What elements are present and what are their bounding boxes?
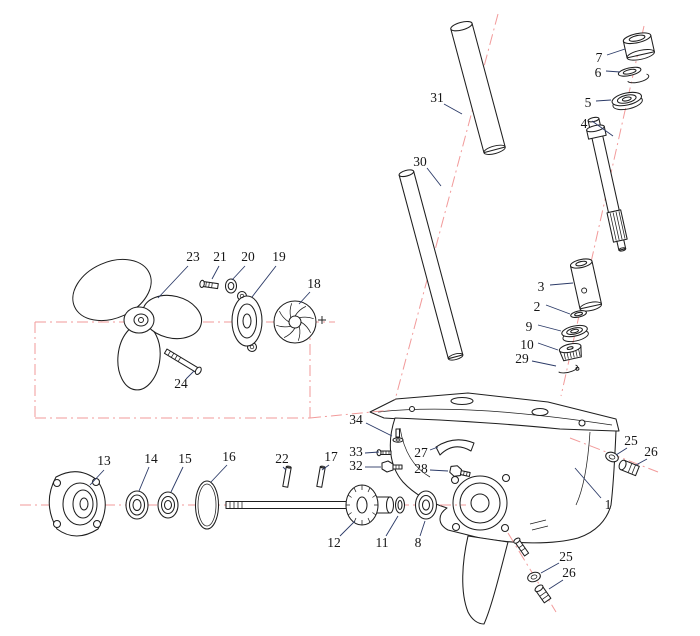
- part-label-4: 4: [581, 116, 588, 131]
- part-label-10: 10: [520, 337, 534, 352]
- part-26-upper-plug-shape: [618, 459, 640, 477]
- part-3-sleeve-shape: [569, 258, 603, 312]
- part-label-8: 8: [415, 535, 422, 550]
- part-label-1: 1: [605, 497, 612, 512]
- part-16-o-ring-shape: [194, 480, 220, 530]
- part-label-31: 31: [430, 90, 444, 105]
- part-label-15: 15: [178, 451, 192, 466]
- part-label-26: 26: [644, 444, 658, 459]
- part-label-11: 11: [376, 535, 389, 550]
- part-8-bearing-shape: [414, 490, 438, 520]
- part-10-pinion-gear-shape: [558, 342, 582, 362]
- part-32-bolt-shape: [381, 460, 403, 473]
- part-label-21: 21: [213, 249, 227, 264]
- part-18-impeller-shape: [273, 300, 326, 344]
- part-29-clip-shape: [558, 364, 580, 374]
- part-label-32: 32: [349, 458, 363, 473]
- part-label-25b: 25: [559, 549, 573, 564]
- part-label-19: 19: [272, 249, 286, 264]
- part-label-13: 13: [97, 453, 111, 468]
- part-2-shim-shape: [570, 310, 587, 318]
- part-9-bearing-shape: [561, 324, 589, 343]
- part-34-screw-washer-shape: [392, 428, 404, 443]
- part-label-5: 5: [585, 95, 592, 110]
- part-25-upper-washer-shape: [605, 451, 619, 463]
- part-label-23: 23: [186, 249, 200, 264]
- part-1-gearcase-housing-shape: [369, 392, 620, 625]
- part-label-7: 7: [596, 50, 603, 65]
- part-26-lower-plug-shape: [534, 584, 552, 604]
- part-11-washer-shape: [394, 496, 406, 514]
- part-4-drive-shaft-shape: [586, 116, 628, 252]
- part-label-27: 27: [414, 445, 428, 460]
- part-label-22: 22: [275, 451, 289, 466]
- part-label-16: 16: [222, 449, 236, 464]
- part-33-screw-shape: [376, 449, 392, 457]
- part-label-18: 18: [307, 276, 321, 291]
- part-label-9: 9: [526, 319, 533, 334]
- part-30-lower-tube-shape: [398, 169, 464, 361]
- part-label-33: 33: [349, 444, 363, 459]
- part-12-propeller-shaft-gear-shape: [225, 484, 395, 526]
- part-label-24: 24: [174, 376, 188, 391]
- part-20-washer-shape: [224, 278, 238, 294]
- part-7-cap-shape: [622, 32, 655, 61]
- part-label-25: 25: [624, 433, 638, 448]
- part-label-30: 30: [413, 154, 427, 169]
- drain-screw-shape: [513, 537, 530, 557]
- part-23-propeller-shape: [72, 258, 203, 391]
- part-13-bearing-carrier-shape: [48, 471, 106, 537]
- part-25-lower-washer-shape: [527, 571, 541, 583]
- part-6-washer-clip-shape: [617, 66, 650, 84]
- part-31-upper-tube-shape: [450, 21, 506, 155]
- part-22-pin-shape: [282, 465, 292, 488]
- part-17-pin-shape: [316, 465, 326, 488]
- part-label-20: 20: [241, 249, 255, 264]
- part-28-bolt-shape: [449, 465, 471, 477]
- part-15-bearing-race-shape: [157, 491, 179, 519]
- part-14-bearing-shape: [125, 490, 149, 520]
- part-label-26b: 26: [562, 565, 576, 580]
- part-number-labels: 1 2 3 4 5 6 7 8 9 10 11 12 13 14 15 16 1…: [97, 50, 658, 580]
- part-label-12: 12: [327, 535, 341, 550]
- part-19-plate-shape: [231, 290, 263, 353]
- part-label-14: 14: [144, 451, 158, 466]
- part-24-shear-pin-shape: [163, 348, 202, 375]
- part-label-28: 28: [414, 461, 428, 476]
- part-label-6: 6: [595, 65, 602, 80]
- part-21-bolt-shape: [199, 279, 219, 290]
- part-27-retainer-plate-shape: [435, 439, 475, 456]
- part-5-bearing-shape: [611, 91, 643, 111]
- leader-lines: [89, 48, 648, 590]
- part-label-17: 17: [324, 449, 338, 464]
- part-label-29: 29: [515, 351, 529, 366]
- part-label-3: 3: [538, 279, 545, 294]
- part-label-34: 34: [349, 412, 363, 427]
- part-label-2: 2: [534, 299, 541, 314]
